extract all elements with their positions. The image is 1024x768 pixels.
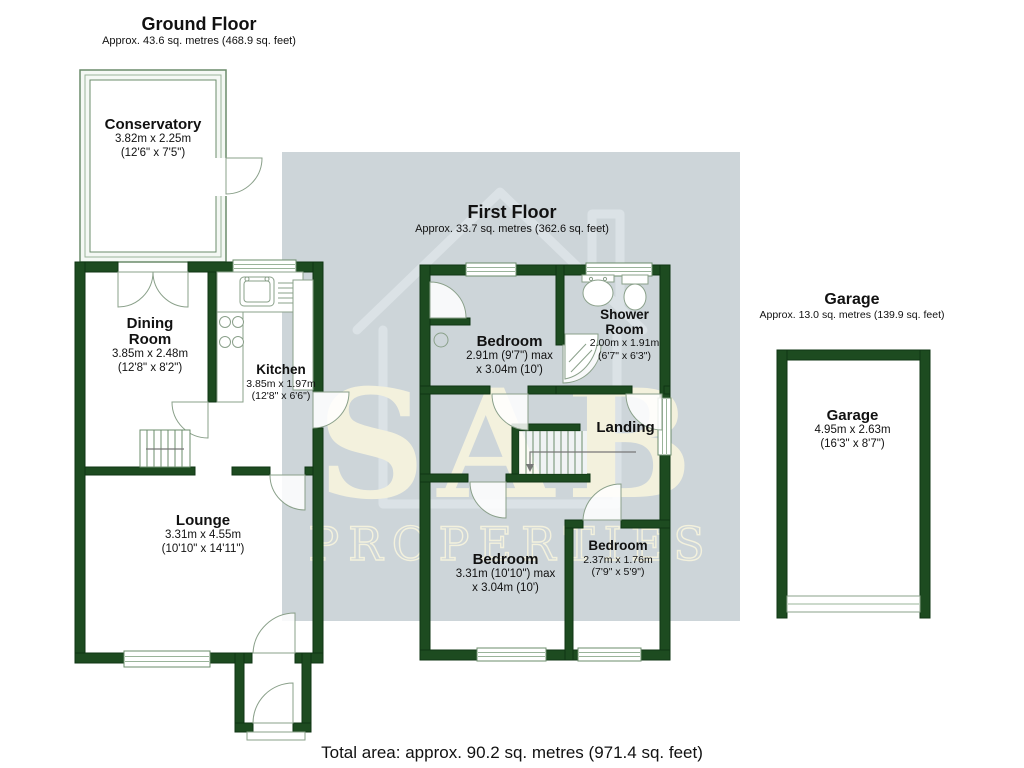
dining-room-dims-ft: (12'8" x 8'2") <box>117 361 183 374</box>
ground-floor-windows <box>123 259 297 668</box>
landing-name: Landing <box>596 419 655 436</box>
shower-room-name-2: Room <box>605 321 644 337</box>
front-door <box>252 682 294 724</box>
garage-title: Garage <box>824 291 880 308</box>
landing-label: Landing <box>578 419 673 436</box>
bedroom1-window <box>465 262 517 277</box>
bedroom3-door <box>582 483 622 521</box>
kitchen-label: Kitchen 3.85m x 1.97m (12'8" x 6'6") <box>226 362 336 402</box>
first-floor-title: First Floor <box>467 202 557 222</box>
hob-icon <box>219 316 244 348</box>
bedroom3-dims-ft: (7'9" x 5'9") <box>591 565 645 578</box>
kitchen-counter-right <box>292 279 314 391</box>
kitchen-name: Kitchen <box>256 362 306 377</box>
first-floor-walls <box>419 264 671 661</box>
dining-hall-door <box>171 401 209 439</box>
garage-room-label: Garage 4.95m x 2.63m (16'3" x 8'7") <box>781 407 924 451</box>
hall-lounge-door <box>269 474 306 511</box>
bedroom2-dims-m: 3.31m (10'10") max <box>455 568 556 581</box>
toilet-icon <box>621 274 649 311</box>
lounge-name: Lounge <box>175 512 231 529</box>
shower-room-dims-ft: (6'7" x 6'3") <box>598 349 651 362</box>
kitchen-dims-ft: (12'8" x 6'6") <box>251 389 311 402</box>
bedroom3-name: Bedroom <box>588 538 648 553</box>
basin-icon <box>581 274 615 307</box>
conservatory-dims-ft: (12'6" x 7'5") <box>120 146 186 159</box>
bedroom2-name: Bedroom <box>472 551 539 568</box>
lounge-label: Lounge 3.31m x 4.55m (10'10" x 14'11") <box>128 512 278 556</box>
first-floor-title-block: First Floor Approx. 33.7 sq. metres (362… <box>362 202 662 236</box>
wardrobe-door <box>429 281 467 319</box>
shower-room-name-1: Shower <box>600 307 649 322</box>
dining-room-label: Dining Room 3.85m x 2.48m (12'8" x 8'2") <box>76 315 224 376</box>
bedroom1-door <box>491 393 529 431</box>
first-floor-stairs-icon <box>519 431 636 474</box>
garage-dims-m: 4.95m x 2.63m <box>814 424 891 437</box>
bedroom2-door <box>469 481 507 519</box>
ground-stairs-icon <box>139 429 191 468</box>
bedroom1-dims-m: 2.91m (9'7") max <box>466 350 553 363</box>
kitchen-fixtures <box>216 271 314 403</box>
ground-floor-subtitle: Approx. 43.6 sq. metres (468.9 sq. feet) <box>102 34 296 47</box>
garage-door <box>786 595 921 613</box>
ground-floor-title: Ground Floor <box>141 14 257 34</box>
lounge-dims-ft: (10'10" x 14'11") <box>161 542 245 555</box>
conservatory-double-door-right <box>152 271 189 308</box>
bedroom3-label: Bedroom 2.37m x 1.76m (7'9" x 5'9") <box>562 538 674 578</box>
ground-floor-doors <box>117 157 350 724</box>
front-step <box>246 731 306 741</box>
lounge-dims-m: 3.31m x 4.55m <box>164 529 242 542</box>
bay-window <box>123 650 211 668</box>
bedroom1-label: Bedroom 2.91m (9'7") max x 3.04m (10') <box>437 333 582 377</box>
ground-floor-title-block: Ground Floor Approx. 43.6 sq. metres (46… <box>49 14 349 48</box>
lounge-porch-door <box>252 612 296 654</box>
bedroom1-name: Bedroom <box>476 333 543 350</box>
ground-floor-walls <box>74 261 324 733</box>
dining-room-name-2: Room <box>128 331 172 349</box>
dining-room-name-1: Dining <box>126 315 174 332</box>
bedroom2-dims-ft: x 3.04m (10') <box>472 581 539 594</box>
bedroom1-dims-ft: x 3.04m (10') <box>476 363 543 376</box>
wardrobe-detail <box>433 332 449 348</box>
total-area-text: Total area: approx. 90.2 sq. metres (971… <box>321 743 703 762</box>
bedroom2-label: Bedroom 3.31m (10'10") max x 3.04m (10') <box>428 551 583 595</box>
garage-room-name: Garage <box>826 407 879 424</box>
shower-room-dims-m: 2.00m x 1.91m <box>589 337 660 350</box>
shower-room-window <box>585 262 653 277</box>
garage-subtitle: Approx. 13.0 sq. metres (139.9 sq. feet) <box>759 309 945 322</box>
conservatory-walls <box>79 69 228 263</box>
shower-room-label: Shower Room 2.00m x 1.91m (6'7" x 6'3") <box>572 307 677 362</box>
kitchen-back-door <box>312 391 350 429</box>
conservatory-dims-m: 3.82m x 2.25m <box>114 133 192 146</box>
first-floor-windows <box>465 262 672 662</box>
bedroom3-dims-m: 2.37m x 1.76m <box>583 553 653 566</box>
bedroom3-window <box>577 647 642 662</box>
first-floor-subtitle: Approx. 33.7 sq. metres (362.6 sq. feet) <box>415 222 609 235</box>
garage-dims-ft: (16'3" x 8'7") <box>820 437 885 450</box>
bedroom2-window <box>476 647 547 662</box>
garage-title-block: Garage Approx. 13.0 sq. metres (139.9 sq… <box>702 291 1002 322</box>
conservatory-door-gap <box>214 158 228 196</box>
kitchen-dims-m: 3.85m x 1.97m <box>246 377 316 390</box>
landing-door <box>625 393 663 431</box>
shower-room-fixtures <box>564 274 649 380</box>
kitchen-sink-icon <box>239 276 299 307</box>
kitchen-window <box>232 259 297 274</box>
dining-room-dims-m: 3.85m x 2.48m <box>111 348 189 361</box>
conservatory-name: Conservatory <box>104 116 202 133</box>
shower-tray-icon <box>564 333 599 380</box>
conservatory-exterior-door <box>225 157 263 195</box>
conservatory-label: Conservatory 3.82m x 2.25m (12'6" x 7'5"… <box>78 116 228 160</box>
garage-walls <box>776 349 931 619</box>
conservatory-double-door-left <box>117 271 154 308</box>
